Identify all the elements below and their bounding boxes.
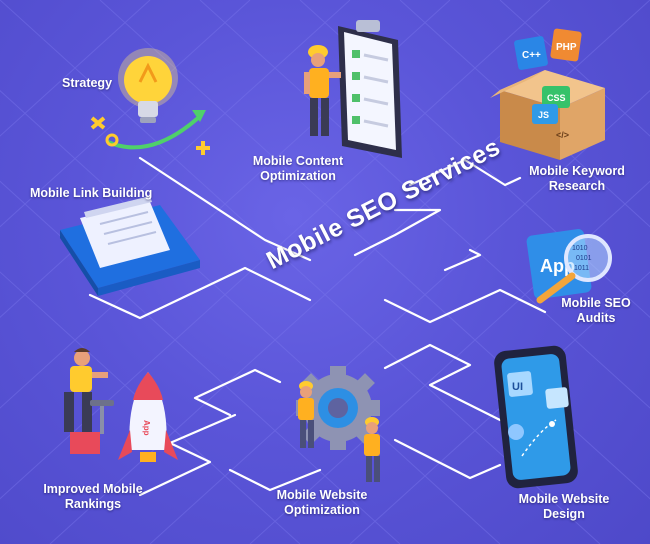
rocket-icon: App — [118, 372, 178, 462]
binary-text-3: 1011 — [574, 265, 589, 272]
js-card-text: JS — [538, 110, 549, 120]
label-seo-audits: Mobile SEO Audits — [556, 296, 636, 326]
clipboard-icon — [338, 20, 402, 158]
binary-text-2: 0101 — [576, 255, 592, 262]
label-audits-line2: Audits — [576, 311, 616, 325]
label-website-opt-line2: Optimization — [284, 503, 360, 517]
phone-document-icon — [60, 196, 200, 296]
label-content-optimization: Mobile Content Optimization — [242, 154, 354, 184]
label-keyword-research: Mobile Keyword Research — [518, 164, 636, 194]
code-tag-text: </> — [556, 130, 569, 140]
label-improved-rankings: Improved Mobile Rankings — [28, 482, 158, 512]
css-card-text: CSS — [547, 93, 566, 103]
label-rankings-line2: Rankings — [64, 497, 122, 511]
worker-figure-icon — [304, 45, 341, 136]
ui-card-text: UI — [512, 381, 523, 393]
label-link-building: Mobile Link Building — [30, 186, 153, 200]
php-card-text: PHP — [556, 42, 577, 53]
cpp-card-text: C++ — [522, 50, 541, 61]
binary-text-1: 1010 — [572, 245, 588, 252]
connector-lines — [88, 156, 547, 497]
strategy-arrow-icon — [90, 110, 210, 155]
label-audits-line1: Mobile SEO — [561, 296, 631, 310]
ui-phone-icon: UI — [494, 345, 578, 489]
label-website-optimization: Mobile Website Optimization — [262, 488, 382, 518]
label-keyword-line2: Research — [548, 179, 606, 193]
label-design-line1: Mobile Website — [518, 492, 610, 506]
label-design-line2: Design — [543, 507, 585, 521]
label-strategy: Strategy — [62, 76, 113, 90]
label-rankings-line1: Improved Mobile — [43, 482, 143, 496]
label-website-design: Mobile Website Design — [504, 492, 624, 522]
api-magnifier-icon: App 1010 0101 1011 — [526, 229, 612, 304]
label-keyword-line1: Mobile Keyword — [529, 164, 625, 178]
person-plunger-icon — [64, 348, 114, 454]
workers-figures-icon — [298, 381, 380, 482]
label-content-line2: Optimization — [260, 169, 336, 183]
code-box-icon: C++ PHP CSS JS </> — [490, 28, 605, 160]
rocket-label-text: App — [142, 420, 151, 436]
light-bulb-icon — [118, 48, 178, 123]
label-website-opt-line1: Mobile Website — [276, 488, 368, 502]
label-content-line1: Mobile Content — [252, 154, 344, 168]
